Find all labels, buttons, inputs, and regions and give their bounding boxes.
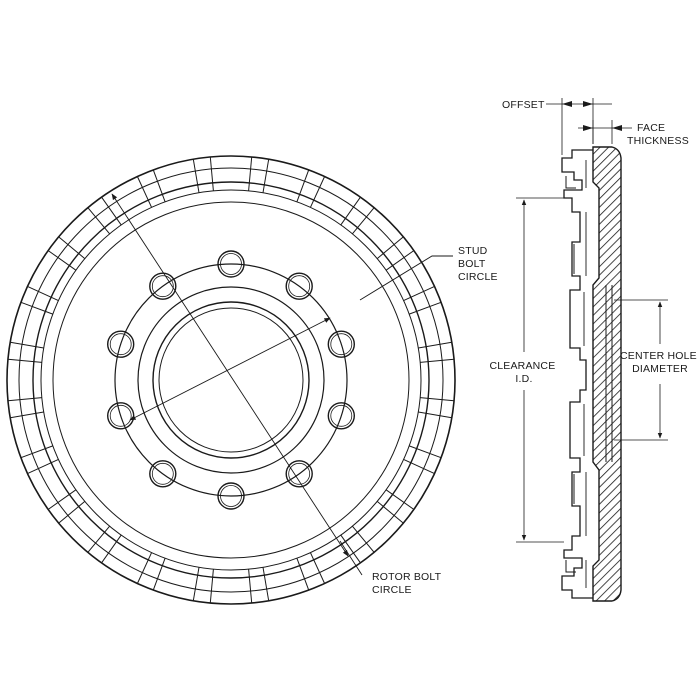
rim-notch-line	[409, 445, 442, 459]
rim-notch-line	[376, 236, 404, 259]
rim-notch-line	[418, 411, 452, 419]
rotor-bolt-circle-dimension-line	[111, 193, 349, 557]
rim-notch-line	[248, 156, 253, 191]
rim-inner-edge	[18, 167, 444, 593]
rim-notch-line	[87, 207, 110, 235]
rim-notch-line	[10, 411, 44, 419]
stud-bolt-circle-label: STUD BOLT CIRCLE	[458, 245, 498, 283]
center-hole-diameter-label: CENTER HOLE DIAMETER	[620, 350, 700, 375]
center-hole-outer	[152, 301, 310, 459]
stud-pad-circle	[114, 263, 348, 497]
rim-notch-line	[152, 558, 166, 591]
drum-face-inner	[40, 189, 422, 571]
side-section-view	[516, 98, 668, 602]
rim-notch-line	[47, 489, 77, 510]
clearance-label-1: CLEARANCE	[489, 360, 555, 372]
rim-notch-line	[309, 176, 326, 208]
rim-notch-line	[27, 458, 59, 475]
stud-leader	[359, 255, 453, 301]
rim-notch-line	[340, 196, 361, 226]
stud-label-2: BOLT	[458, 258, 486, 270]
rim-notch-line	[192, 567, 200, 601]
stud-label-1: STUD	[458, 245, 488, 257]
rotor-label-2: CIRCLE	[372, 584, 412, 596]
rim-notch-line	[418, 341, 452, 349]
rim-notches	[7, 156, 455, 604]
rim-notch-line	[403, 458, 435, 475]
rim-notch-line	[296, 558, 310, 591]
rim-notch-line	[262, 567, 270, 601]
rim-notch-line	[209, 569, 214, 604]
drum-face-outer	[32, 181, 430, 579]
offset-label: OFFSET	[502, 99, 545, 111]
rim-notch-line	[20, 301, 53, 315]
center-hole-inner	[158, 307, 304, 453]
stud-bosses	[565, 176, 576, 573]
rim-notch-line	[352, 525, 375, 553]
rim-notch-line	[136, 552, 153, 584]
rim-notch-line	[376, 501, 404, 524]
clearance-id-label: CLEARANCE I.D.	[489, 360, 558, 385]
rim-notch-line	[420, 358, 455, 363]
hub-flange	[137, 286, 325, 474]
center-label-2: DIAMETER	[632, 363, 688, 375]
face-label-1: FACE	[637, 122, 665, 134]
face-arrow-left	[583, 125, 593, 131]
outer-rim	[6, 155, 456, 605]
clearance-label-2: I.D.	[515, 373, 532, 385]
rim-notch-line	[385, 250, 415, 271]
rim-notch-line	[10, 341, 44, 349]
stud-holes	[106, 250, 355, 510]
rotor-bolt-circle-label: ROTOR BOLT CIRCLE	[372, 571, 444, 596]
rim-notch-line	[420, 397, 455, 402]
rim-notch-line	[58, 501, 86, 524]
rim-notch-line	[58, 236, 86, 259]
rim-notch-line	[7, 358, 42, 363]
rim-notch-line	[101, 534, 122, 564]
rim-notch-line	[101, 196, 122, 226]
front-view	[6, 155, 456, 605]
rim-notch-line	[248, 569, 253, 604]
rim-notch-line	[20, 445, 53, 459]
rim-notch-line	[262, 159, 270, 193]
face-thickness-label: FACE THICKNESS	[627, 122, 689, 147]
rim-notch-line	[352, 207, 375, 235]
rim-notch-line	[192, 159, 200, 193]
center-label-1: CENTER HOLE	[620, 350, 697, 362]
face-section-hatch	[592, 146, 622, 602]
offset-arrow-left	[562, 101, 572, 107]
rim-notch-line	[385, 489, 415, 510]
drum-wall-profile	[561, 149, 593, 599]
offset-arrow-right	[583, 101, 593, 107]
rim-notch-line	[409, 301, 442, 315]
stud-label-3: CIRCLE	[458, 271, 498, 283]
rim-notch-line	[27, 285, 59, 302]
rotor-leader	[339, 540, 363, 576]
face-arrow-right	[612, 125, 622, 131]
rim-notch-line	[209, 156, 214, 191]
rim-notch-line	[87, 525, 110, 553]
drum-step	[52, 201, 410, 559]
drum-wall-inner-profile	[583, 160, 587, 588]
rim-notch-line	[309, 552, 326, 584]
face-label-2: THICKNESS	[627, 135, 689, 147]
rim-notch-line	[136, 176, 153, 208]
rim-notch-line	[47, 250, 77, 271]
rim-notch-line	[403, 285, 435, 302]
rim-notch-line	[7, 397, 42, 402]
rotor-label-1: ROTOR BOLT	[372, 571, 442, 583]
